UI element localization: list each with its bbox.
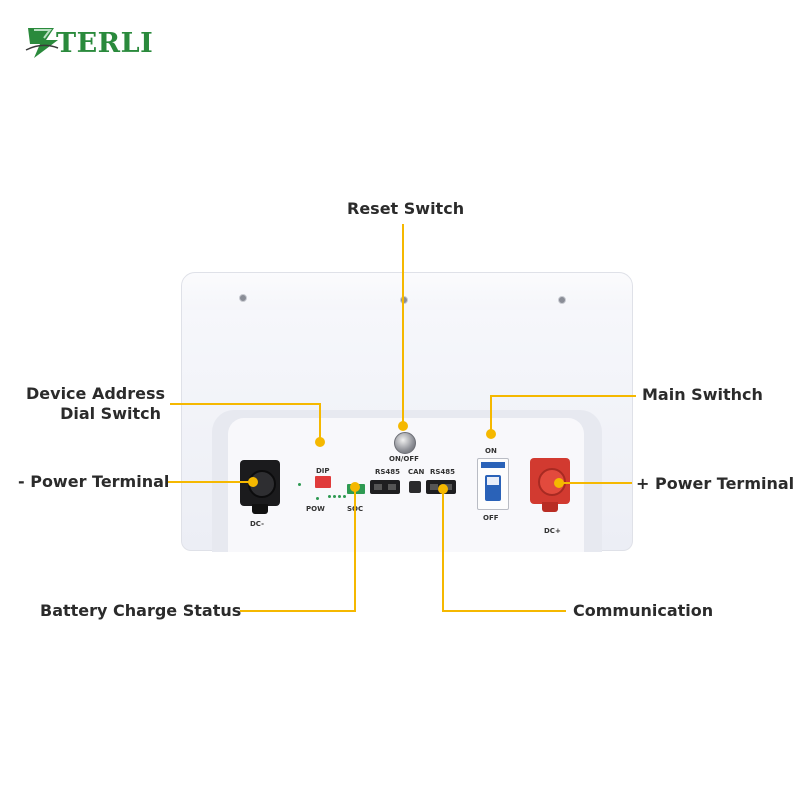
soc-led xyxy=(328,495,331,498)
communication-dot xyxy=(438,484,448,494)
device-address-line1: Device Address xyxy=(26,384,166,403)
device-address-leader-h xyxy=(170,403,320,405)
soc-led xyxy=(333,495,336,498)
main-switch-dot xyxy=(486,429,496,439)
reset-switch-dot xyxy=(398,421,408,431)
dc-negative-text: DC- xyxy=(250,520,265,528)
device-address-line2: Dial Switch xyxy=(60,404,161,423)
soc-led xyxy=(343,495,346,498)
device-address-label: Device Address Dial Switch xyxy=(26,384,166,424)
pow-text: POW xyxy=(306,505,325,513)
screw xyxy=(400,296,408,304)
can-text: CAN xyxy=(408,468,425,476)
negative-terminal xyxy=(240,460,280,514)
power-terminal-positive-label: + Power Terminal xyxy=(636,474,795,493)
dip-switch[interactable] xyxy=(315,476,331,488)
device-address-dot xyxy=(315,437,325,447)
soc-led xyxy=(338,495,341,498)
reset-switch-leader xyxy=(402,224,404,424)
power-negative-leader xyxy=(168,481,252,483)
device-address-leader-v xyxy=(319,403,321,439)
pow-led xyxy=(316,497,319,500)
dc-positive-text: DC+ xyxy=(544,527,561,535)
on-off-text: ON/OFF xyxy=(389,455,419,463)
communication-leader-h xyxy=(442,610,566,612)
main-switch-leader-v xyxy=(490,395,492,431)
on-text: ON xyxy=(485,447,497,455)
battery-charge-dot xyxy=(350,482,360,492)
breaker-brand-strip xyxy=(481,462,505,468)
reset-button[interactable] xyxy=(394,432,416,454)
indicator-led xyxy=(298,483,301,486)
positive-terminal xyxy=(530,458,570,512)
negative-terminal-tab xyxy=(252,504,268,514)
screw xyxy=(239,294,247,302)
power-terminal-negative-label: - Power Terminal xyxy=(18,472,170,491)
main-switch-leader-h xyxy=(490,395,636,397)
reset-switch-label: Reset Switch xyxy=(347,199,465,218)
dip-text: DIP xyxy=(316,467,330,475)
brand-name: TERLI xyxy=(56,28,154,59)
battery-charge-leader-v xyxy=(354,486,356,612)
main-breaker-switch[interactable] xyxy=(477,458,509,510)
battery-charge-status-label: Battery Charge Status xyxy=(40,601,242,620)
rs485-right-text: RS485 xyxy=(430,468,456,476)
can-port[interactable] xyxy=(409,481,421,493)
positive-terminal-tab xyxy=(542,502,558,512)
breaker-lever xyxy=(487,477,499,485)
power-positive-dot xyxy=(554,478,564,488)
battery-charge-leader-h xyxy=(240,610,356,612)
off-text: OFF xyxy=(483,514,499,522)
screw xyxy=(558,296,566,304)
power-positive-leader xyxy=(560,482,632,484)
communication-label: Communication xyxy=(573,601,714,620)
rs485-left-text: RS485 xyxy=(375,468,401,476)
power-negative-dot xyxy=(248,477,258,487)
brand-logo-icon xyxy=(25,28,59,58)
communication-leader-v xyxy=(442,488,444,612)
rs485-left-port[interactable] xyxy=(370,480,400,494)
main-switch-label: Main Swithch xyxy=(642,385,763,404)
